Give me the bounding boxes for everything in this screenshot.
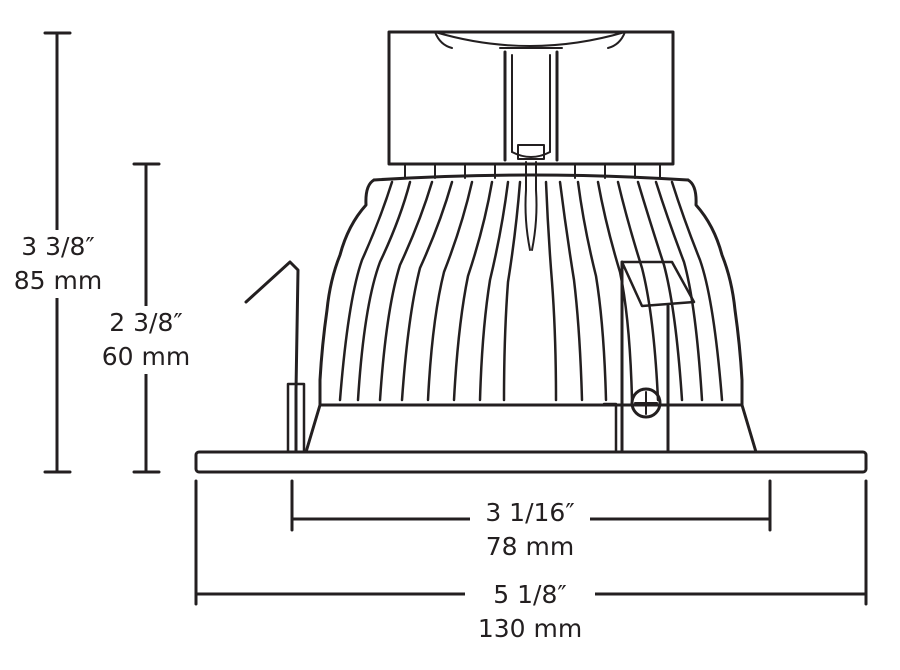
cutout-width-metric: 78 mm — [485, 532, 575, 561]
driver-box — [387, 30, 675, 166]
trim-flange — [194, 450, 868, 474]
trim-width-metric: 130 mm — [477, 614, 583, 643]
overall-height-label: 3 3/8″ 85 mm — [8, 230, 108, 298]
cutout-width-label: 3 1/16″ 78 mm — [470, 496, 590, 564]
trim-width-label: 5 1/8″ 130 mm — [465, 578, 595, 646]
body-height-label: 2 3/8″ 60 mm — [96, 306, 196, 374]
cutout-width-imperial: 3 1/16″ — [485, 498, 575, 527]
heatsink — [318, 161, 744, 407]
overall-height-imperial: 3 3/8″ — [21, 232, 95, 261]
body-height-imperial: 2 3/8″ — [109, 308, 183, 337]
mounting-bracket — [602, 260, 696, 454]
body-height-metric: 60 mm — [101, 342, 191, 371]
spring-clip — [244, 260, 306, 454]
overall-height-metric: 85 mm — [13, 266, 103, 295]
lower-housing — [304, 403, 758, 454]
trim-width-imperial: 5 1/8″ — [493, 580, 567, 609]
